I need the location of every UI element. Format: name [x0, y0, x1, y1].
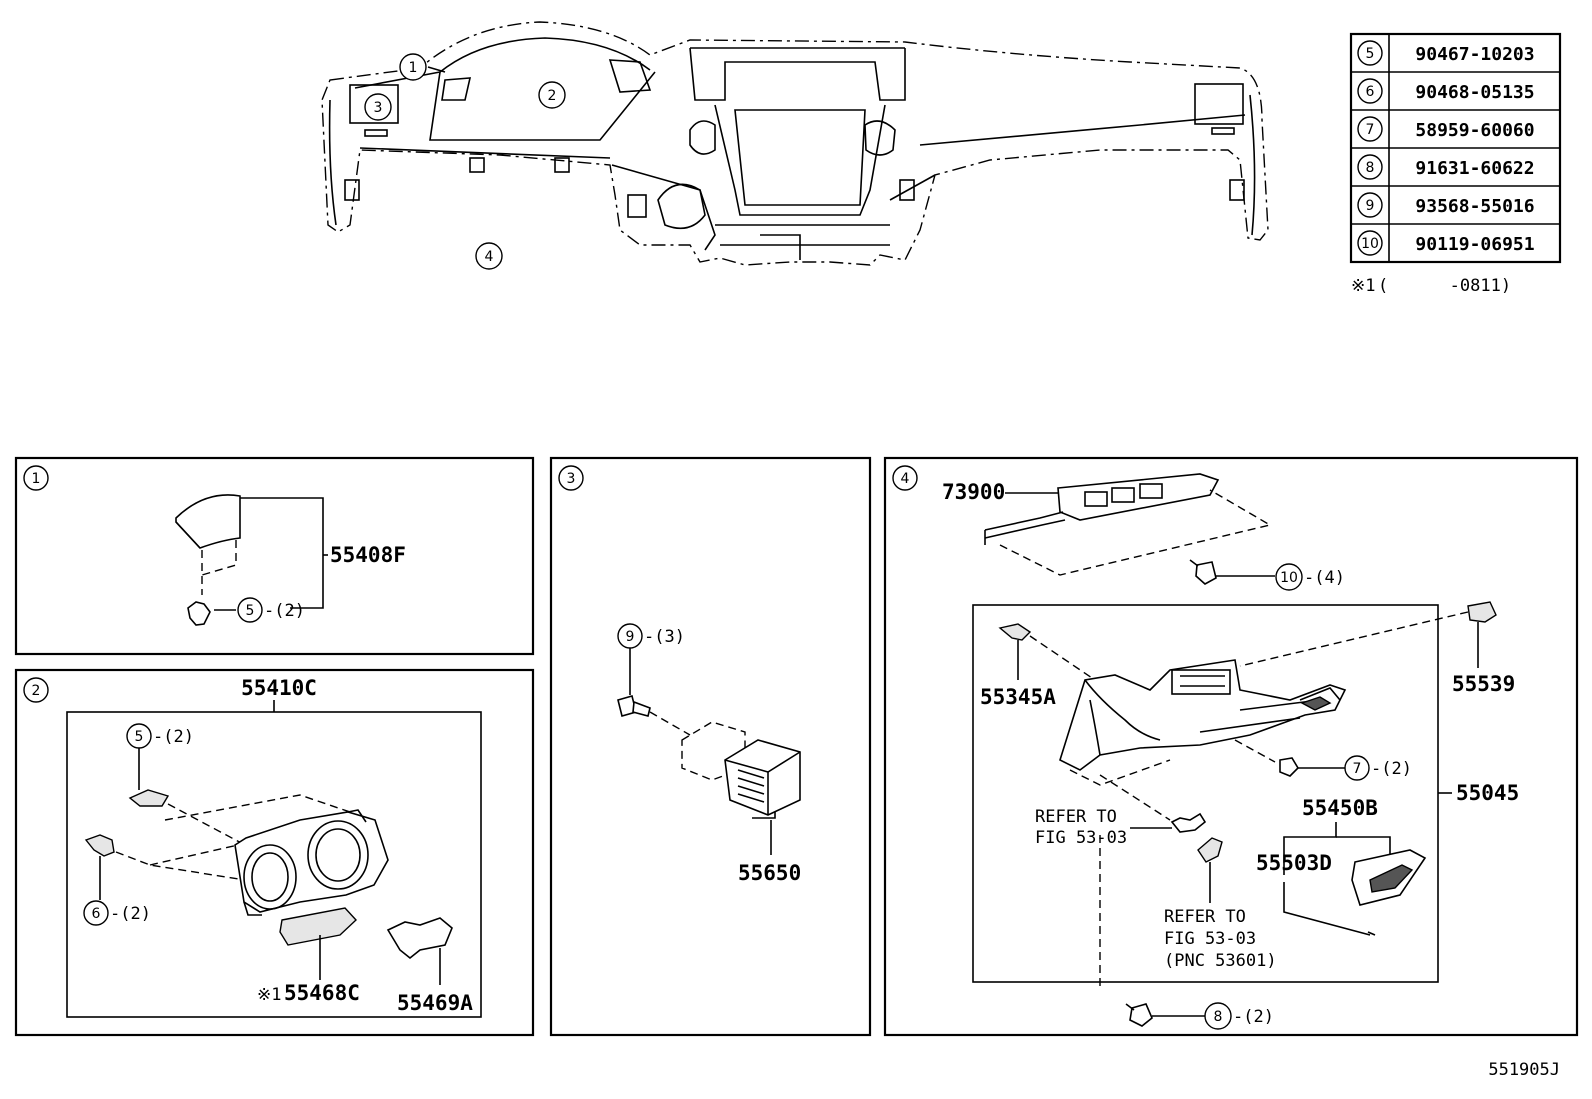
- svg-text:-(4): -(4): [1304, 568, 1345, 588]
- cluster-bezel-55410C[interactable]: [234, 809, 389, 916]
- label-55408F: 55408F: [330, 543, 406, 567]
- refer-note-1-fig: FIG 53-03: [1035, 828, 1127, 848]
- instrument-panel-overview: 1 2 3 4: [321, 21, 1269, 270]
- svg-text:3: 3: [374, 100, 383, 116]
- pocket-55450B[interactable]: [1351, 849, 1427, 906]
- part-55345A[interactable]: [998, 623, 1032, 641]
- panel-2-id: 2: [32, 683, 41, 699]
- refer-note-2: REFER TO: [1164, 907, 1246, 927]
- clip-5[interactable]: [187, 601, 211, 626]
- clip-part[interactable]: [1197, 837, 1223, 863]
- part-55539[interactable]: [1467, 601, 1497, 623]
- svg-text:91631-60622: 91631-60622: [1415, 158, 1534, 179]
- svg-text:93568-55016: 93568-55016: [1415, 196, 1534, 217]
- svg-text:90467-10203: 90467-10203: [1415, 44, 1534, 65]
- detail-panel-4: 4 73900 10 -(4) 55345A 55539: [883, 456, 1579, 1037]
- label-55539: 55539: [1452, 672, 1515, 696]
- refer-note-2-pnc: (PNC 53601): [1164, 951, 1277, 971]
- panel-3-id: 3: [567, 471, 576, 487]
- panel-1-id: 1: [32, 471, 41, 487]
- svg-text:10: 10: [1280, 570, 1298, 586]
- label-55468C: 55468C: [284, 981, 360, 1005]
- clip-6[interactable]: [84, 834, 115, 857]
- svg-text:-(3): -(3): [644, 627, 685, 647]
- svg-text:8: 8: [1366, 160, 1375, 176]
- label-73900: 73900: [942, 480, 1005, 504]
- svg-text:-(2): -(2): [1233, 1007, 1274, 1027]
- svg-text:9: 9: [1366, 198, 1375, 214]
- svg-text:5: 5: [135, 729, 144, 745]
- table-note-range: ( -0811): [1378, 276, 1511, 296]
- table-row[interactable]: 6 90468-05135: [1357, 78, 1535, 104]
- svg-text:9: 9: [626, 629, 635, 645]
- refer-note-2-fig: FIG 53-03: [1164, 929, 1256, 949]
- label-55410C: 55410C: [241, 676, 317, 700]
- detail-panel-3: 3 9 -(3) 55650: [549, 456, 872, 1037]
- bolt-10[interactable]: [1195, 561, 1217, 585]
- svg-text:8: 8: [1214, 1009, 1223, 1025]
- figure-code: 551905J: [1488, 1060, 1560, 1080]
- label-55469A: 55469A: [397, 991, 473, 1015]
- svg-text:10: 10: [1361, 236, 1379, 252]
- svg-text:-(2): -(2): [1371, 759, 1412, 779]
- detail-panel-2: 2 55410C 5 -(2) 6 -(2): [14, 668, 535, 1037]
- bolt-8[interactable]: [1129, 1003, 1153, 1027]
- lower-panel-55045[interactable]: [1059, 659, 1347, 771]
- overview-callout-4[interactable]: 4: [475, 242, 503, 270]
- table-note-mark: ※1: [1351, 276, 1375, 296]
- clip-5[interactable]: [128, 789, 170, 807]
- svg-text:6: 6: [92, 906, 101, 922]
- table-row[interactable]: 10 90119-06951: [1357, 230, 1535, 256]
- label-55650: 55650: [738, 861, 801, 885]
- label-55345A: 55345A: [980, 685, 1056, 709]
- part-55468C[interactable]: [279, 907, 357, 946]
- svg-text:5: 5: [246, 603, 255, 619]
- svg-text:7: 7: [1366, 122, 1375, 138]
- table-row[interactable]: 8 91631-60622: [1357, 154, 1535, 180]
- bracket-73900[interactable]: [984, 473, 1220, 545]
- svg-text:90468-05135: 90468-05135: [1415, 82, 1534, 103]
- svg-text:-(2): -(2): [153, 727, 194, 747]
- detail-panel-1: 1 55408F 5 -(2): [14, 456, 535, 656]
- label-55045: 55045: [1456, 781, 1519, 805]
- svg-text:-(2): -(2): [264, 601, 305, 621]
- svg-text:6: 6: [1366, 84, 1375, 100]
- table-row[interactable]: 5 90467-10203: [1357, 40, 1535, 66]
- label-55503D: 55503D: [1256, 851, 1332, 875]
- svg-text:5: 5: [1366, 46, 1375, 62]
- svg-text:※1: ※1: [257, 985, 281, 1005]
- part-55408F[interactable]: [175, 494, 241, 549]
- overview-callout-2[interactable]: 2: [538, 81, 566, 109]
- svg-text:4: 4: [485, 249, 494, 265]
- svg-text:2: 2: [548, 88, 557, 104]
- table-row[interactable]: 7 58959-60060: [1357, 116, 1535, 142]
- vent-55650[interactable]: [681, 721, 801, 819]
- overview-callout-1[interactable]: 1: [399, 53, 446, 81]
- label-55450B: 55450B: [1302, 796, 1378, 820]
- screw-9[interactable]: [617, 695, 651, 717]
- svg-text:58959-60060: 58959-60060: [1415, 120, 1534, 141]
- clip-7[interactable]: [1279, 757, 1300, 777]
- table-row[interactable]: 9 93568-55016: [1357, 192, 1535, 218]
- overview-callout-3[interactable]: 3: [364, 93, 392, 121]
- refer-note-1: REFER TO: [1035, 807, 1117, 827]
- part-55469A[interactable]: [386, 917, 453, 960]
- parts-table: 5 90467-10203 6 90468-05135 7 58959-6006…: [1349, 32, 1562, 296]
- spring-part[interactable]: [1170, 812, 1207, 833]
- panel-4-id: 4: [901, 471, 910, 487]
- svg-text:-(2): -(2): [110, 904, 151, 924]
- svg-text:90119-06951: 90119-06951: [1415, 234, 1534, 255]
- svg-text:7: 7: [1353, 761, 1362, 777]
- svg-text:1: 1: [409, 60, 418, 76]
